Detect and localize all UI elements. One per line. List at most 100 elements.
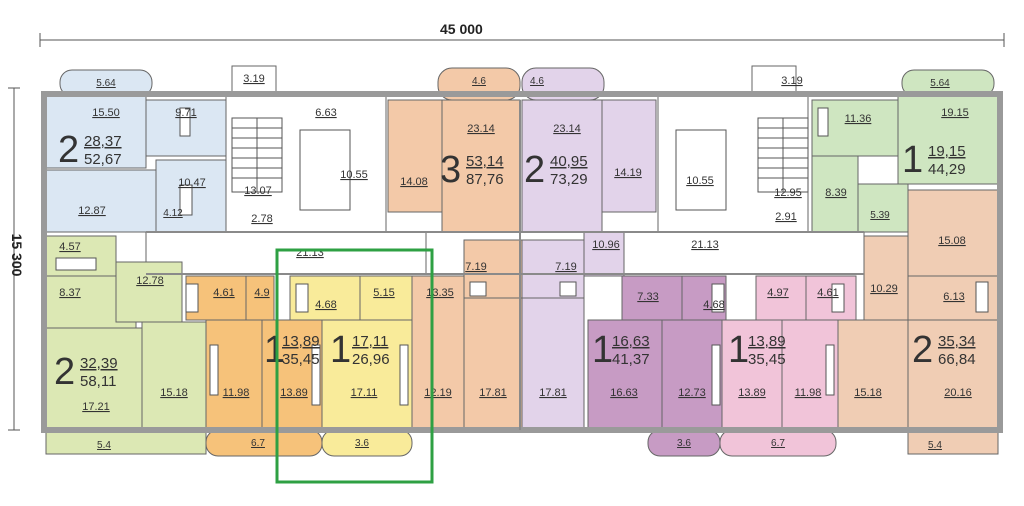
room-14-19 — [601, 99, 657, 213]
balcony-bottom-left — [45, 429, 207, 455]
svg-text:13,89: 13,89 — [748, 333, 786, 350]
label-12-95: 12.95 — [774, 187, 802, 199]
label-8-37: 8.37 — [59, 287, 80, 299]
label-11-36: 11.36 — [845, 113, 872, 125]
room-19-15 — [897, 93, 999, 185]
label-23-14-r: 23.14 — [553, 123, 581, 135]
svg-text:2: 2 — [524, 149, 545, 191]
label-4-68-r: 4.68 — [703, 299, 724, 311]
label-16-63: 16.63 — [610, 387, 638, 399]
elevator-shaft-right — [675, 129, 727, 211]
label-4-12: 4.12 — [163, 208, 183, 219]
apartment-summary-a9: 1 13,89 35,45 — [728, 329, 786, 371]
balcony-bottom-right — [907, 429, 999, 455]
staircase-left — [231, 117, 283, 193]
room-15-18-left — [141, 321, 207, 429]
elevator-shaft-left — [299, 129, 351, 211]
room-4-97 — [755, 275, 807, 321]
label-balcony-br: 5.4 — [928, 440, 942, 451]
label-4-61-l: 4.61 — [213, 287, 234, 299]
label-10-47: 10.47 — [178, 177, 206, 189]
label-14-19: 14.19 — [614, 167, 642, 179]
label-10-29: 10.29 — [870, 283, 898, 295]
label-15-08: 15.08 — [938, 235, 966, 247]
svg-text:35,34: 35,34 — [938, 333, 976, 350]
svg-text:44,29: 44,29 — [928, 161, 966, 178]
label-14-08: 14.08 — [400, 176, 428, 188]
svg-text:41,37: 41,37 — [612, 351, 650, 368]
label-15-18-l: 15.18 — [160, 387, 188, 399]
label-stair-3-19-r: 3.19 — [781, 75, 802, 87]
label-6-63: 6.63 — [315, 107, 336, 119]
label-12-78: 12.78 — [136, 275, 164, 287]
label-balcony-36l: 3.6 — [355, 438, 369, 449]
svg-text:40,95: 40,95 — [550, 153, 588, 170]
svg-text:52,67: 52,67 — [84, 151, 122, 168]
label-7-19-r: 7.19 — [555, 261, 576, 273]
room-5-39 — [857, 183, 909, 233]
room-23-14-right — [521, 99, 603, 233]
label-4-9: 4.9 — [254, 287, 269, 299]
room-17-81-right — [521, 297, 585, 429]
label-17-11: 17.11 — [351, 387, 378, 399]
label-10-55-r: 10.55 — [686, 175, 714, 187]
label-12-73: 12.73 — [678, 387, 706, 399]
label-12-19: 12.19 — [424, 387, 452, 399]
apartment-summary-a5: 2 32,39 58,11 — [54, 351, 118, 393]
label-balcony-tl: 5.64 — [96, 78, 116, 89]
staircase-right — [757, 117, 809, 193]
room-10-96 — [583, 231, 625, 277]
apartment-summary-a7: 1 17,11 26,96 — [330, 329, 390, 371]
label-2-91: 2.91 — [775, 211, 796, 223]
svg-text:3: 3 — [440, 149, 461, 191]
svg-text:35,45: 35,45 — [282, 351, 320, 368]
label-20-16: 20.16 — [944, 387, 972, 399]
svg-text:1: 1 — [330, 329, 351, 371]
svg-text:2: 2 — [54, 351, 75, 393]
room-16-63 — [587, 319, 663, 429]
room-13-89-right — [721, 319, 783, 429]
label-23-14-l: 23.14 — [467, 123, 495, 135]
label-6-13: 6.13 — [943, 291, 964, 303]
label-4-68-l: 4.68 — [315, 299, 336, 311]
svg-text:2: 2 — [58, 129, 79, 171]
label-15-50: 15.50 — [92, 107, 120, 119]
room-8-39 — [811, 155, 859, 233]
label-stair-3-19-l: 3.19 — [243, 73, 264, 85]
svg-text:2: 2 — [912, 329, 933, 371]
label-balcony-46b: 4.6 — [530, 76, 544, 87]
room-4-9 — [245, 275, 275, 321]
label-17-81-l: 17.81 — [479, 387, 507, 399]
label-5-15: 5.15 — [373, 287, 394, 299]
label-11-98-l: 11.98 — [223, 387, 250, 399]
label-balcony-tr: 5.64 — [930, 78, 950, 89]
label-7-19-l: 7.19 — [465, 261, 486, 273]
label-balcony-46a: 4.6 — [472, 76, 486, 87]
bath-fixtures — [55, 107, 989, 406]
label-4-97: 4.97 — [767, 287, 788, 299]
label-corridor-r: 21.13 — [691, 239, 719, 251]
svg-text:66,84: 66,84 — [938, 351, 976, 368]
corridor-right — [599, 231, 865, 275]
svg-text:1: 1 — [592, 329, 613, 371]
svg-text:28,37: 28,37 — [84, 133, 122, 150]
room-20-16 — [907, 319, 999, 429]
svg-text:87,76: 87,76 — [466, 171, 504, 188]
svg-text:16,63: 16,63 — [612, 333, 650, 350]
label-13-89-r: 13.89 — [738, 387, 766, 399]
label-7-33: 7.33 — [637, 291, 658, 303]
room-7-33 — [621, 275, 683, 321]
apartment-summary-a6: 1 13,89 35,45 — [264, 329, 320, 371]
room-17-81-left — [463, 297, 523, 429]
room-14-08 — [387, 99, 443, 213]
label-11-98-r: 11.98 — [795, 387, 822, 399]
label-balcony-36r: 3.6 — [677, 438, 691, 449]
svg-text:1: 1 — [902, 139, 923, 181]
label-balcony-67l: 6.7 — [251, 438, 265, 449]
label-19-15: 19.15 — [941, 107, 969, 119]
svg-text:26,96: 26,96 — [352, 351, 390, 368]
dimension-width: 45 000 — [39, 21, 1005, 47]
apartment-summary-a4: 1 19,15 44,29 — [902, 139, 966, 181]
label-17-81-r: 17.81 — [539, 387, 567, 399]
svg-text:58,11: 58,11 — [80, 373, 116, 390]
